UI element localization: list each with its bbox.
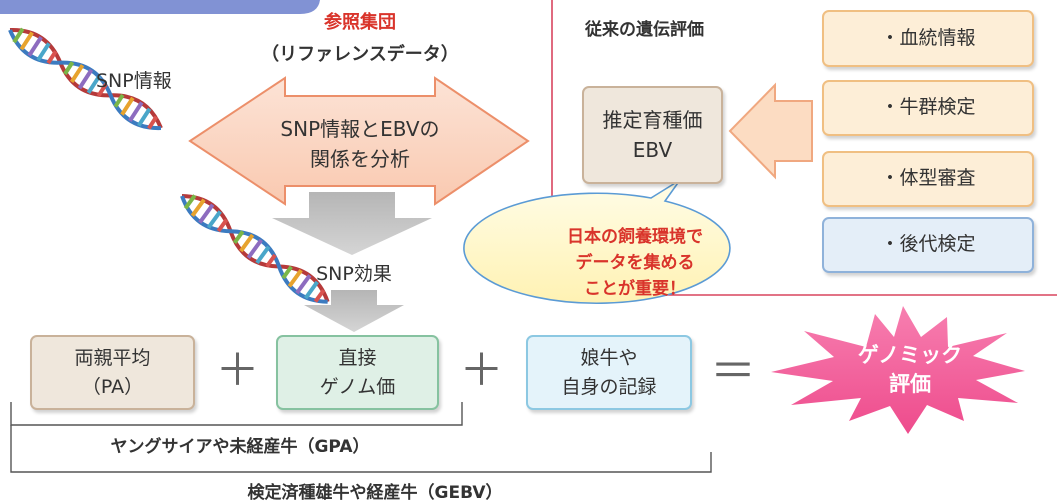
result-line-1: ゲノミック <box>857 343 963 367</box>
snp-effect-label: SNP効果 <box>316 263 392 285</box>
records-line-2: 自身の記録 <box>561 375 657 398</box>
result-line-2: 評価 <box>889 372 931 396</box>
dgv-line-1: 直接 <box>338 346 377 369</box>
dna-helix-icon-2 <box>180 194 330 304</box>
callout-line-1: 日本の飼養環境で <box>567 227 703 247</box>
header-tab <box>0 0 320 14</box>
down-arrow-small-icon <box>304 290 404 332</box>
ebv-box: 推定育種価 EBV <box>582 86 723 184</box>
plus-sign-1: ＋ <box>215 345 260 396</box>
down-arrow-large-icon <box>272 192 432 255</box>
records-box: 娘牛や 自身の記録 <box>526 335 692 410</box>
pa-line-1: 両親平均 <box>74 346 151 369</box>
reference-group-title: 参照集団 <box>324 12 396 33</box>
ebv-line-2: EBV <box>632 138 673 162</box>
parent-average-box: 両親平均 （PA） <box>30 335 195 410</box>
analysis-line-2: 関係を分析 <box>310 147 410 171</box>
bracket-gpa <box>10 402 463 426</box>
reference-group-subtitle: （リファレンスデータ） <box>261 44 459 65</box>
bracket-gpa-label: ヤングサイアや未経産牛（GPA） <box>110 437 370 457</box>
ebv-line-1: 推定育種価 <box>602 108 703 132</box>
left-arrow-icon <box>728 82 813 180</box>
analysis-line-1: SNP情報とEBVの <box>280 117 440 141</box>
plus-sign-2: ＋ <box>459 345 504 396</box>
dna-helix-icon-1 <box>8 27 163 131</box>
callout-bubble-shape <box>463 179 731 305</box>
starburst-shape <box>771 306 1025 434</box>
callout-text: 日本の飼養環境で データを集める ことが重要！ <box>545 224 725 302</box>
genomic-evaluation-label: ゲノミック 評価 <box>830 341 990 399</box>
equals-sign: ＝ <box>710 344 756 398</box>
source-type-classification: ・体型審査 <box>822 151 1034 207</box>
callout-line-3: ことが重要！ <box>584 279 686 299</box>
analysis-arrow-text: SNP情報とEBVの 関係を分析 <box>235 114 485 174</box>
pa-line-2: （PA） <box>81 375 144 398</box>
records-line-1: 娘牛や <box>580 346 638 369</box>
bracket-gebv <box>10 425 712 473</box>
dgv-line-2: ゲノム価 <box>319 375 396 398</box>
snp-info-label: SNP情報 <box>96 70 172 92</box>
source-progeny-test: ・後代検定 <box>822 217 1034 273</box>
double-arrow-shape <box>188 76 530 206</box>
direct-genomic-value-box: 直接 ゲノム価 <box>276 335 439 410</box>
traditional-evaluation-title: 従来の遺伝評価 <box>585 20 704 40</box>
callout-line-2: データを集める <box>575 253 695 273</box>
bracket-gebv-label: 検定済種雄牛や経産牛（GEBV） <box>247 483 503 503</box>
source-herd-testing: ・牛群検定 <box>822 80 1034 136</box>
source-pedigree: ・血統情報 <box>822 10 1034 67</box>
